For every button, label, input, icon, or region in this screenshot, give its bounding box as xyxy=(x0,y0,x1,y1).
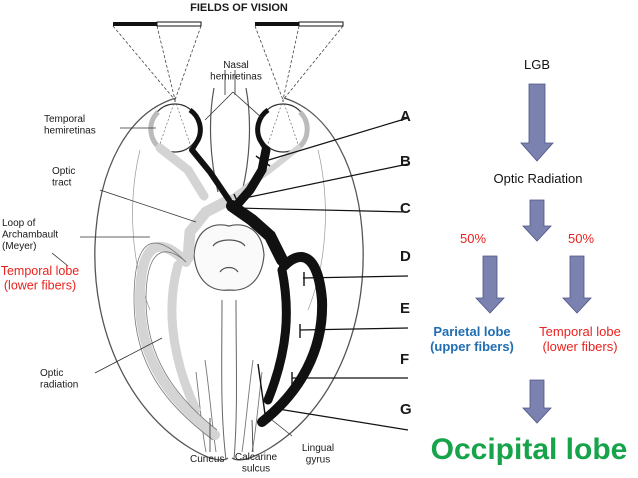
optic-radiation-flow-label: Optic Radiation xyxy=(494,171,583,186)
brain-outline xyxy=(94,97,364,461)
brainstem xyxy=(193,224,265,291)
visual-field-cones xyxy=(112,25,344,101)
lesion-letter-c: C xyxy=(400,200,411,217)
lesion-letter-g: G xyxy=(400,401,412,418)
arrow-lgb-to-radiation xyxy=(520,83,554,162)
occipital-lobe-label: Occipital lobe xyxy=(431,433,628,466)
temporal-lobe-left-label: Temporal lobe(lower fibers) xyxy=(1,264,80,292)
left-eye xyxy=(148,99,203,153)
lesion-letter-b: B xyxy=(400,153,411,170)
fifty-percent-left: 50% xyxy=(460,231,486,246)
lgb-label: LGB xyxy=(524,57,550,72)
arrow-to-occipital xyxy=(522,379,552,424)
lesion-lines xyxy=(235,117,409,431)
visual-field-bars xyxy=(113,21,344,27)
gray-pathway-edge xyxy=(133,242,218,441)
cuneus-label: Cuneus xyxy=(190,454,224,465)
right-eye xyxy=(255,99,310,153)
lesion-ticks xyxy=(233,155,305,415)
black-pathway xyxy=(189,145,328,427)
flow-arrows xyxy=(475,83,592,424)
parietal-lobe-label: Parietal lobe(upper fibers) xyxy=(430,324,514,354)
arrow-radiation-split xyxy=(522,199,552,242)
lesion-letter-d: D xyxy=(400,248,411,265)
lesion-letter-f: F xyxy=(400,351,409,368)
temporal-lobe-right-label: Temporal lobe(lower fibers) xyxy=(539,324,621,354)
lesion-letters: A B C D E F G xyxy=(400,108,412,418)
label-leaders xyxy=(51,91,293,453)
gray-pathway xyxy=(134,143,301,440)
occipital-folds xyxy=(195,359,263,453)
fields-of-vision-title: FIELDS OF VISION xyxy=(190,2,288,14)
arrow-right-to-temporal xyxy=(562,255,592,314)
lesion-letter-e: E xyxy=(400,300,410,317)
arrow-left-to-parietal xyxy=(475,255,505,314)
lesion-letter-a: A xyxy=(400,108,411,125)
interhemispheric-fissure xyxy=(221,299,237,461)
fifty-percent-right: 50% xyxy=(568,231,594,246)
frontal-lobes xyxy=(209,70,251,193)
